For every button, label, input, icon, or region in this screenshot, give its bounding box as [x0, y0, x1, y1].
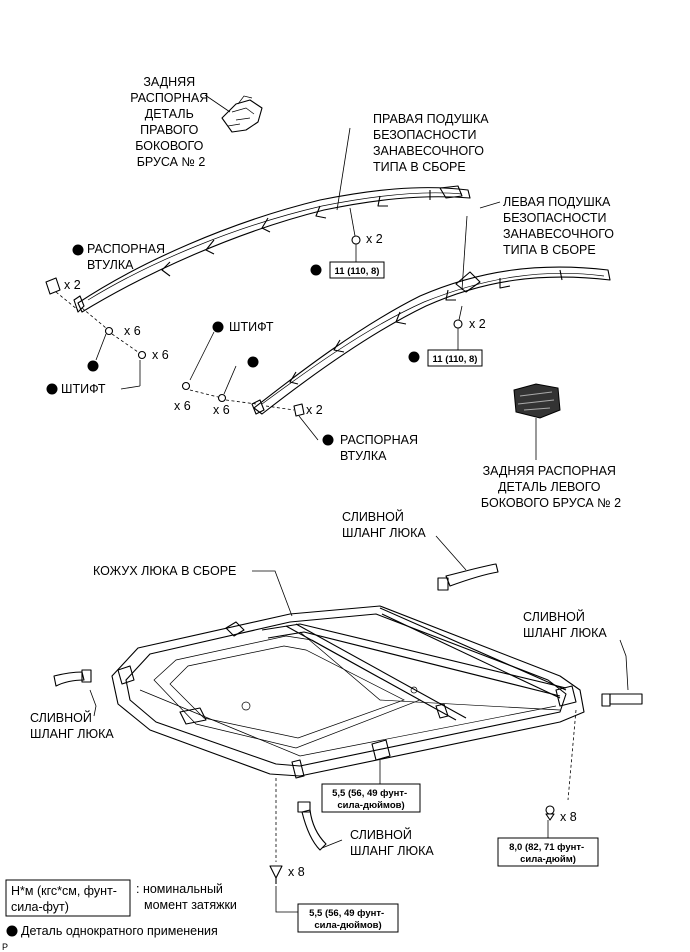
non-reusable-dot-icon	[408, 351, 420, 363]
screw-right-icon	[545, 805, 555, 821]
rear-spacer-right-label: ЗАДНЯЯ РАСПОРНАЯ ДЕТАЛЬ ПРАВОГО БОКОВОГО…	[130, 75, 212, 169]
right-airbag-label: ПРАВАЯ ПОДУШКА БЕЗОПАСНОСТИ ЗАНАВЕСОЧНОГ…	[373, 112, 492, 174]
right-airbag-torque: 11 (110, 8)	[335, 266, 380, 277]
pin-icon	[181, 331, 219, 398]
drain-hose-right-label: СЛИВНОЙ ШЛАНГ ЛЮКА	[523, 609, 607, 640]
legend-non-reusable-dot-icon	[6, 925, 18, 937]
clip-icon	[81, 307, 114, 361]
housing-front-torque: 5,5 (56, 49 фунт- сила-дюймов)	[332, 788, 410, 811]
clip-icon	[217, 365, 257, 405]
pin-icon	[111, 333, 147, 386]
non-reusable-dot-icon	[46, 383, 58, 395]
non-reusable-dot-icon	[310, 264, 322, 276]
rear-spacer-left-label: ЗАДНЯЯ РАСПОРНАЯ ДЕТАЛЬ ЛЕВОГО БОКОВОГО …	[481, 464, 621, 510]
right-airbag-bolt-icon	[349, 207, 361, 262]
pin-2-label: ШТИФТ	[229, 320, 274, 334]
corner-mark: P	[2, 942, 8, 952]
drain-hose-right-part	[601, 693, 643, 707]
drain-hose-top-label: СЛИВНОЙ ШЛАНГ ЛЮКА	[342, 509, 426, 540]
housing-right-torque: 8,0 (82, 71 фунт- сила-дюйм)	[509, 842, 587, 865]
left-airbag-torque: 11 (110, 8)	[433, 354, 478, 365]
spacer-sleeve-2-label: РАСПОРНАЯ ВТУЛКА	[340, 433, 422, 463]
right-bolt-qty: x 2	[366, 232, 383, 246]
drain-hose-top-part	[437, 563, 499, 591]
clip-b-qty: x 6	[152, 348, 169, 362]
spacer-sleeve-right-icon	[45, 277, 79, 311]
sleeve-left-qty: x 2	[306, 403, 323, 417]
clip-c-qty: x 6	[174, 399, 191, 413]
drain-hose-bottom-label: СЛИВНОЙ ШЛАНГ ЛЮКА	[350, 827, 434, 858]
rear-spacer-right-part	[204, 94, 263, 133]
screw-right-qty: x 8	[560, 810, 577, 824]
non-reusable-dot-icon	[72, 244, 84, 256]
non-reusable-dot-icon	[322, 434, 334, 446]
legend-non-reusable-text: Деталь однократного применения	[21, 924, 218, 938]
housing-left-torque-box	[297, 903, 399, 933]
left-bolt-qty: x 2	[469, 317, 486, 331]
housing-left-torque: 5,5 (56, 49 фунт- сила-дюймов)	[309, 908, 387, 931]
sleeve-right-qty: x 2	[64, 278, 81, 292]
spacer-sleeve-left-icon	[265, 403, 319, 441]
drain-hose-left-part	[53, 669, 92, 687]
left-airbag-bolt-icon	[453, 305, 463, 350]
drain-hose-bottom-part	[297, 801, 327, 851]
housing-right-torque-box	[497, 837, 599, 867]
housing-front-torque-box	[321, 783, 421, 813]
left-airbag-torque-box	[427, 349, 483, 367]
legend-unit-desc: : номинальный момент затяжки	[136, 882, 237, 912]
rear-spacer-left-part	[513, 383, 561, 460]
pin-1-label: ШТИФТ	[61, 382, 106, 396]
legend-unit-text: Н*м (кгс*см, фунт- сила-фут)	[11, 884, 120, 914]
left-airbag-part	[251, 215, 611, 415]
spacer-sleeve-1-label: РАСПОРНАЯ ВТУЛКА	[87, 242, 169, 272]
drain-hose-left-label: СЛИВНОЙ ШЛАНГ ЛЮКА	[30, 710, 114, 741]
non-reusable-dot-icon	[247, 356, 259, 368]
non-reusable-dot-icon	[212, 321, 224, 333]
right-airbag-part	[73, 127, 471, 313]
sunroof-housing-label: КОЖУХ ЛЮКА В СБОРЕ	[93, 564, 236, 578]
sunroof-housing-part	[111, 605, 585, 779]
non-reusable-dot-icon	[87, 360, 99, 372]
clip-d-qty: x 6	[213, 403, 230, 417]
left-airbag-label: ЛЕВАЯ ПОДУШКА БЕЗОПАСНОСТИ ЗАНАВЕСОЧНОГО…	[503, 195, 617, 257]
right-airbag-torque-box	[329, 261, 385, 279]
clip-a-qty: x 6	[124, 324, 141, 338]
legend-unit-box	[5, 879, 131, 917]
screw-left-qty: x 8	[288, 865, 305, 879]
screw-left-icon	[269, 865, 283, 884]
